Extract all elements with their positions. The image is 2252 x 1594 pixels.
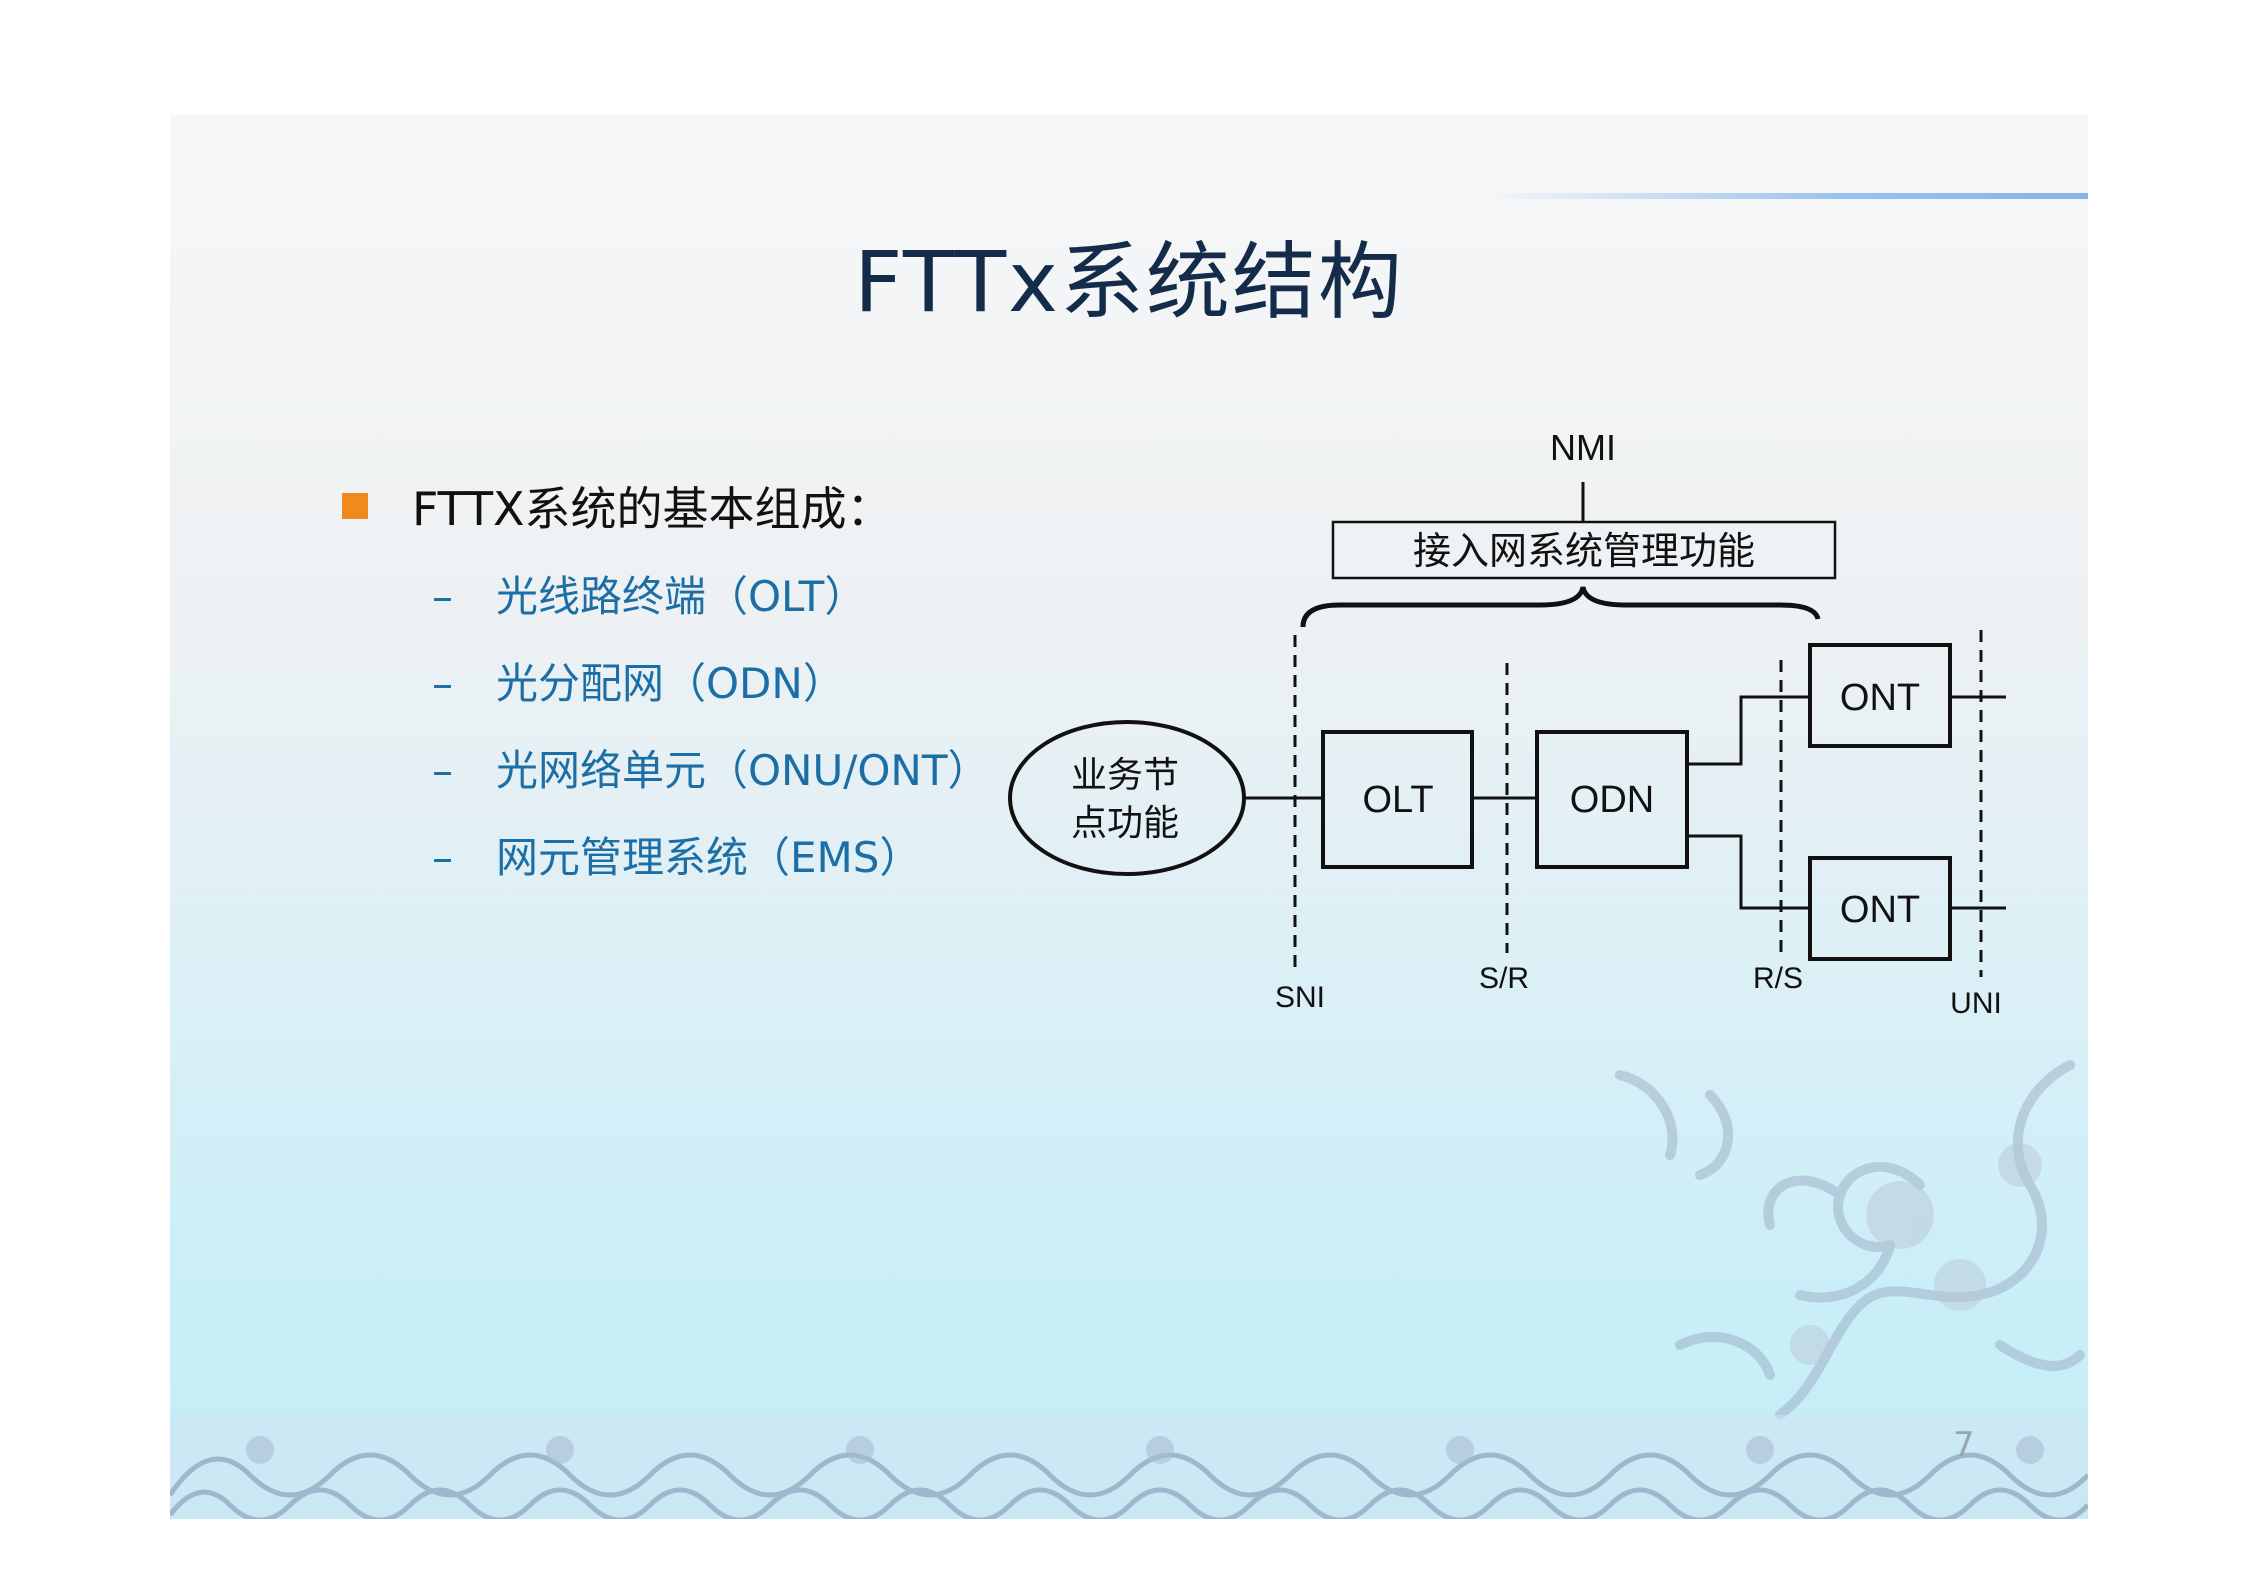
ont-top-label: ONT — [1840, 677, 1920, 719]
sub-item-odn: –光分配网（ODN） — [432, 650, 845, 711]
service-node-ellipse — [1008, 720, 1246, 876]
ont-bottom-label: ONT — [1840, 889, 1920, 931]
sub-item-label: 光分配网（ODN） — [496, 659, 845, 708]
page-number: 7 — [1953, 1425, 1975, 1465]
slide-title: FTTx系统结构 — [854, 233, 1404, 331]
nmi-label: NMI — [1550, 427, 1616, 468]
dragon-illustration — [1615, 1060, 2085, 1420]
dash-icon: – — [432, 572, 453, 621]
sub-item-onu: –光网络单元（ONU/ONT） — [432, 737, 990, 798]
sni-label: SNI — [1275, 981, 1325, 1014]
service-node-label-1: 业务节 — [1071, 755, 1179, 795]
brace — [1300, 586, 1821, 628]
link-odn-ont-top — [1687, 695, 1810, 766]
sub-item-ems: –网元管理系统（EMS） — [432, 824, 921, 885]
sub-item-label: 光线路终端（OLT） — [496, 572, 867, 621]
sr-label: S/R — [1479, 962, 1529, 995]
rs-label: R/S — [1753, 962, 1803, 995]
mgmt-box-label: 接入网系统管理功能 — [1413, 531, 1755, 573]
service-node-label-2: 点功能 — [1071, 803, 1179, 843]
odn-box — [1535, 730, 1689, 869]
dash-icon: – — [432, 746, 453, 795]
dash-icon: – — [432, 659, 453, 708]
sub-item-olt: –光线路终端（OLT） — [432, 563, 866, 624]
wave-border — [170, 1415, 2088, 1519]
slide: FTTx系统结构 FTTX系统的基本组成： –光线路终端（OLT） –光分配网（… — [170, 115, 2088, 1519]
bullet-square-icon — [342, 493, 368, 519]
top-accent-rule — [1490, 193, 2088, 199]
ont-top-box — [1808, 643, 1952, 748]
bullet-heading: FTTX系统的基本组成： — [412, 482, 893, 536]
ont-bottom-box — [1808, 856, 1952, 961]
olt-label: OLT — [1362, 779, 1433, 821]
link-odn-ont-bottom — [1687, 834, 1810, 910]
uni-label: UNI — [1950, 987, 2002, 1020]
olt-box — [1321, 730, 1474, 869]
fttx-architecture-diagram: NMI 接入网系统管理功能 业务节 点功能 OLT ODN ONT ONT SN… — [1008, 427, 2006, 1020]
sub-item-label: 光网络单元（ONU/ONT） — [496, 746, 990, 795]
odn-label: ODN — [1570, 779, 1654, 821]
dash-icon: – — [432, 833, 453, 882]
sub-item-label: 网元管理系统（EMS） — [496, 833, 922, 882]
mgmt-box — [1331, 520, 1837, 580]
